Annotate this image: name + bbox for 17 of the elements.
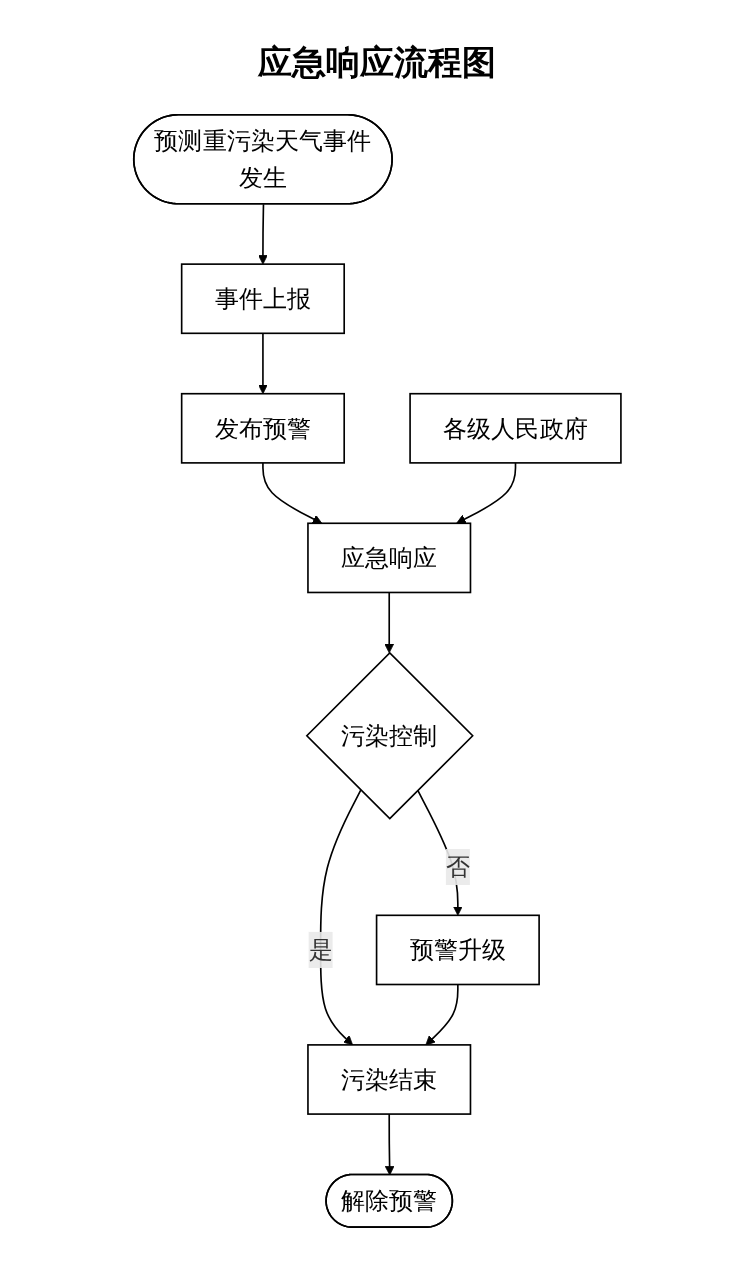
arrow — [257, 203, 268, 265]
node-box: 事件上报 — [180, 263, 345, 335]
arrow — [425, 983, 459, 1046]
arrow — [257, 332, 268, 395]
diagram-title: 应急响应流程图 — [257, 41, 497, 84]
node-box: 应急响应 — [306, 522, 471, 594]
arrow — [261, 462, 322, 524]
node-box: 各级人民政府 — [408, 392, 622, 464]
node-diamond: 污染控制 — [305, 651, 474, 820]
node-box: 预警升级 — [375, 914, 540, 986]
node-box: 发布预警 — [180, 392, 345, 464]
node-box: 污染结束 — [306, 1044, 471, 1115]
arrow — [384, 591, 394, 654]
edge-label: 是 — [308, 936, 333, 964]
edge-label: 否 — [445, 853, 470, 881]
arrow — [455, 462, 516, 524]
arrow — [384, 1113, 395, 1176]
